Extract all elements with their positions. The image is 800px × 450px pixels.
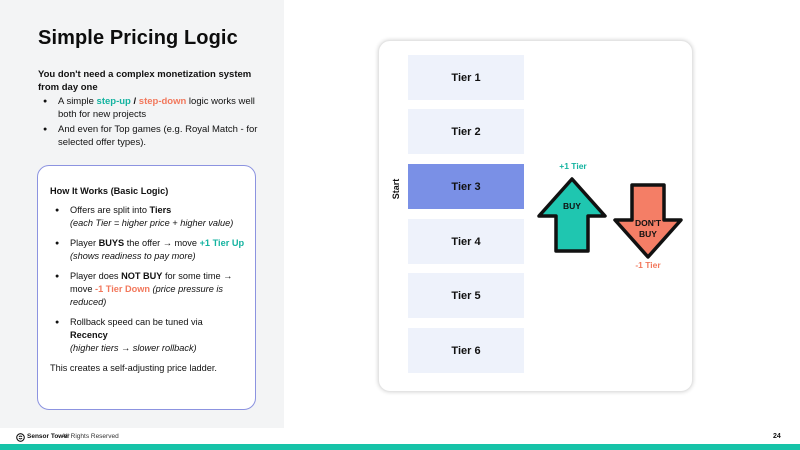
buys-note: (shows readiness to pay more) — [70, 251, 196, 261]
how-item-rollback-text: Rollback speed can be tuned via — [70, 317, 203, 327]
arrow-down-icon — [613, 183, 683, 259]
page-number: 24 — [773, 433, 781, 440]
buy-arrow-label: BUY — [563, 201, 581, 211]
buy-label-line: BUY — [639, 229, 657, 239]
start-label: Start — [391, 178, 401, 200]
how-item-tiers: Offers are split into Tiers (each Tier =… — [50, 204, 245, 230]
tier-5: Tier 5 — [408, 273, 524, 318]
how-item-not-buy: Player does NOT BUY for some time → move… — [50, 270, 245, 309]
how-item-buys: Player BUYS the offer → move +1 Tier Up … — [50, 237, 245, 263]
tier-down-highlight: -1 Tier Down — [95, 284, 150, 294]
how-item-buys-text: Player — [70, 238, 99, 248]
how-it-works-card: How It Works (Basic Logic) Offers are sp… — [37, 165, 256, 410]
intro-section: You don't need a complex monetization sy… — [38, 68, 268, 151]
tiers-note: (each Tier = higher price + higher value… — [70, 218, 234, 228]
footer-copyright: - All Rights Reserved — [58, 433, 119, 440]
logo-mark-icon — [16, 433, 25, 442]
page-title: Simple Pricing Logic — [38, 27, 238, 49]
intro-item-logic-text: A simple — [58, 96, 97, 107]
step-up-highlight: step-up — [96, 96, 131, 107]
tier-4: Tier 4 — [408, 219, 524, 264]
tier-1: Tier 1 — [408, 55, 524, 100]
how-it-works-list: Offers are split into Tiers (each Tier =… — [50, 204, 245, 355]
intro-heading: You don't need a complex monetization sy… — [38, 69, 252, 93]
not-buy-mid-text: for some time → move — [70, 271, 233, 294]
tier-6: Tier 6 — [408, 328, 524, 373]
dont-label-line: DON'T — [634, 218, 662, 228]
buys-mid-text: the offer → move — [124, 238, 200, 248]
intro-item-top-games: And even for Top games (e.g. Royal Match… — [38, 123, 268, 149]
rollback-note: (higher tiers → slower rollback) — [70, 343, 197, 353]
not-buy-emphasis: NOT BUY — [121, 271, 163, 281]
how-item-not-buy-text: Player does — [70, 271, 122, 281]
tier-2: Tier 2 — [408, 109, 524, 154]
arrow-up-icon — [537, 177, 607, 253]
dont-buy-arrow-label: DON'T BUY — [628, 218, 668, 240]
how-it-works-title: How It Works (Basic Logic) — [50, 186, 169, 196]
tier-3-active: Tier 3 — [408, 164, 524, 209]
footer-brand: Sensor Tower — [27, 433, 70, 440]
intro-item-logic: A simple step-up / step-down logic works… — [38, 95, 268, 121]
slash-separator: / — [130, 96, 139, 107]
intro-list: A simple step-up / step-down logic works… — [38, 95, 268, 149]
tier-up-highlight: +1 Tier Up — [199, 238, 245, 248]
plus-one-tier-label: +1 Tier — [559, 161, 587, 171]
not-buy-note: (price pressure is reduced) — [70, 284, 224, 307]
bottom-accent-bar — [0, 444, 800, 450]
step-down-highlight: step-down — [138, 96, 187, 107]
intro-item-logic-rest: logic works well both for new projects — [58, 96, 255, 120]
how-item-tiers-text: Offers are split into — [70, 205, 150, 215]
tiers-emphasis: Tiers — [149, 205, 172, 215]
recency-emphasis: Recency — [70, 330, 108, 340]
buys-emphasis: BUYS — [98, 238, 125, 248]
how-it-works-conclusion: This creates a self-adjusting price ladd… — [50, 363, 217, 373]
how-item-rollback: Rollback speed can be tuned via Recency … — [50, 316, 245, 355]
minus-one-tier-label: -1 Tier — [635, 260, 661, 270]
sensor-tower-logo-icon — [16, 433, 25, 442]
